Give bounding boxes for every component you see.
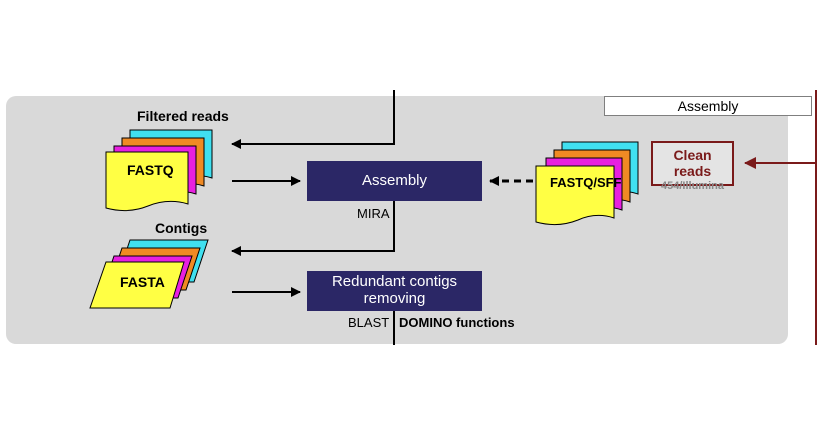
fastq-sff-label: FASTQ/SFF — [550, 175, 622, 190]
fastq-label: FASTQ — [127, 162, 174, 178]
fastq-file-stack-icon — [105, 129, 213, 212]
clean-reads-box: Clean reads 454/Illumina — [651, 141, 734, 192]
fasta-file-stack-icon — [89, 239, 209, 309]
section-label: Assembly — [604, 96, 812, 116]
redundant-box-line1: Redundant contigs — [331, 273, 458, 290]
assembly-to-contigs-line — [231, 201, 395, 256]
contigs-label: Contigs — [155, 220, 208, 236]
clean-reads-sub: 454/Illumina — [661, 180, 724, 192]
fasta-label: FASTA — [120, 274, 165, 290]
redundant-contigs-box: Redundant contigs removing — [307, 271, 482, 311]
domino-label: DOMINO functions — [399, 315, 515, 330]
filtered-reads-label: Filtered reads — [137, 108, 229, 124]
assembly-box: Assembly — [307, 161, 482, 201]
blast-label: BLAST — [348, 315, 390, 330]
clean-reads-title: Clean reads — [673, 147, 712, 179]
input-line — [231, 90, 395, 149]
mira-label: MIRA — [357, 206, 390, 221]
fastq-sff-file-stack-icon — [535, 141, 639, 226]
redundant-box-line2: removing — [363, 290, 426, 307]
